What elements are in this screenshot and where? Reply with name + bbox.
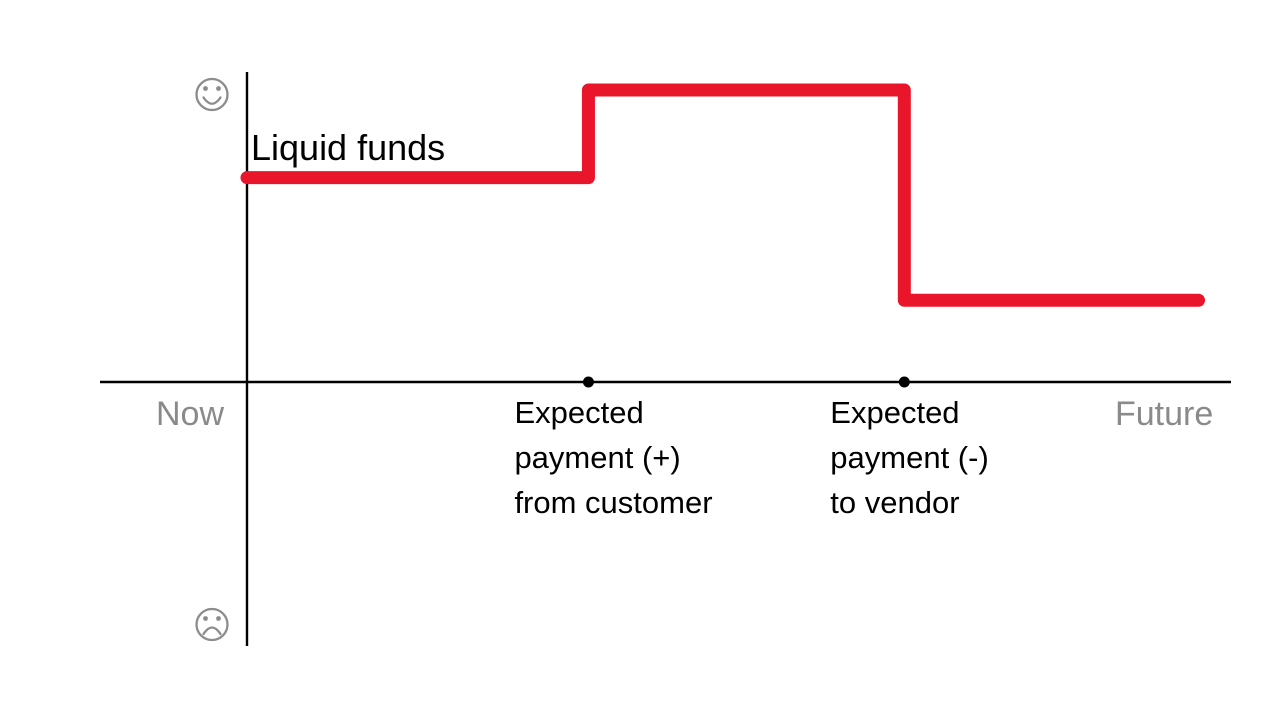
sad-face-icon (195, 607, 229, 642)
event-label-customer-payment: Expected payment (+) from customer (514, 395, 713, 520)
liquid-funds-step-line (240, 83, 1206, 307)
event-dot-customer-payment (582, 376, 594, 388)
future-label: Future (1115, 395, 1214, 433)
event-dot-vendor-payment (898, 376, 910, 388)
smiley-face-icon (195, 77, 229, 112)
now-label: Now (156, 395, 225, 433)
event-label-vendor-payment: Expected payment (-) to vendor (830, 395, 989, 520)
liquid-funds-label: Liquid funds (251, 127, 446, 168)
